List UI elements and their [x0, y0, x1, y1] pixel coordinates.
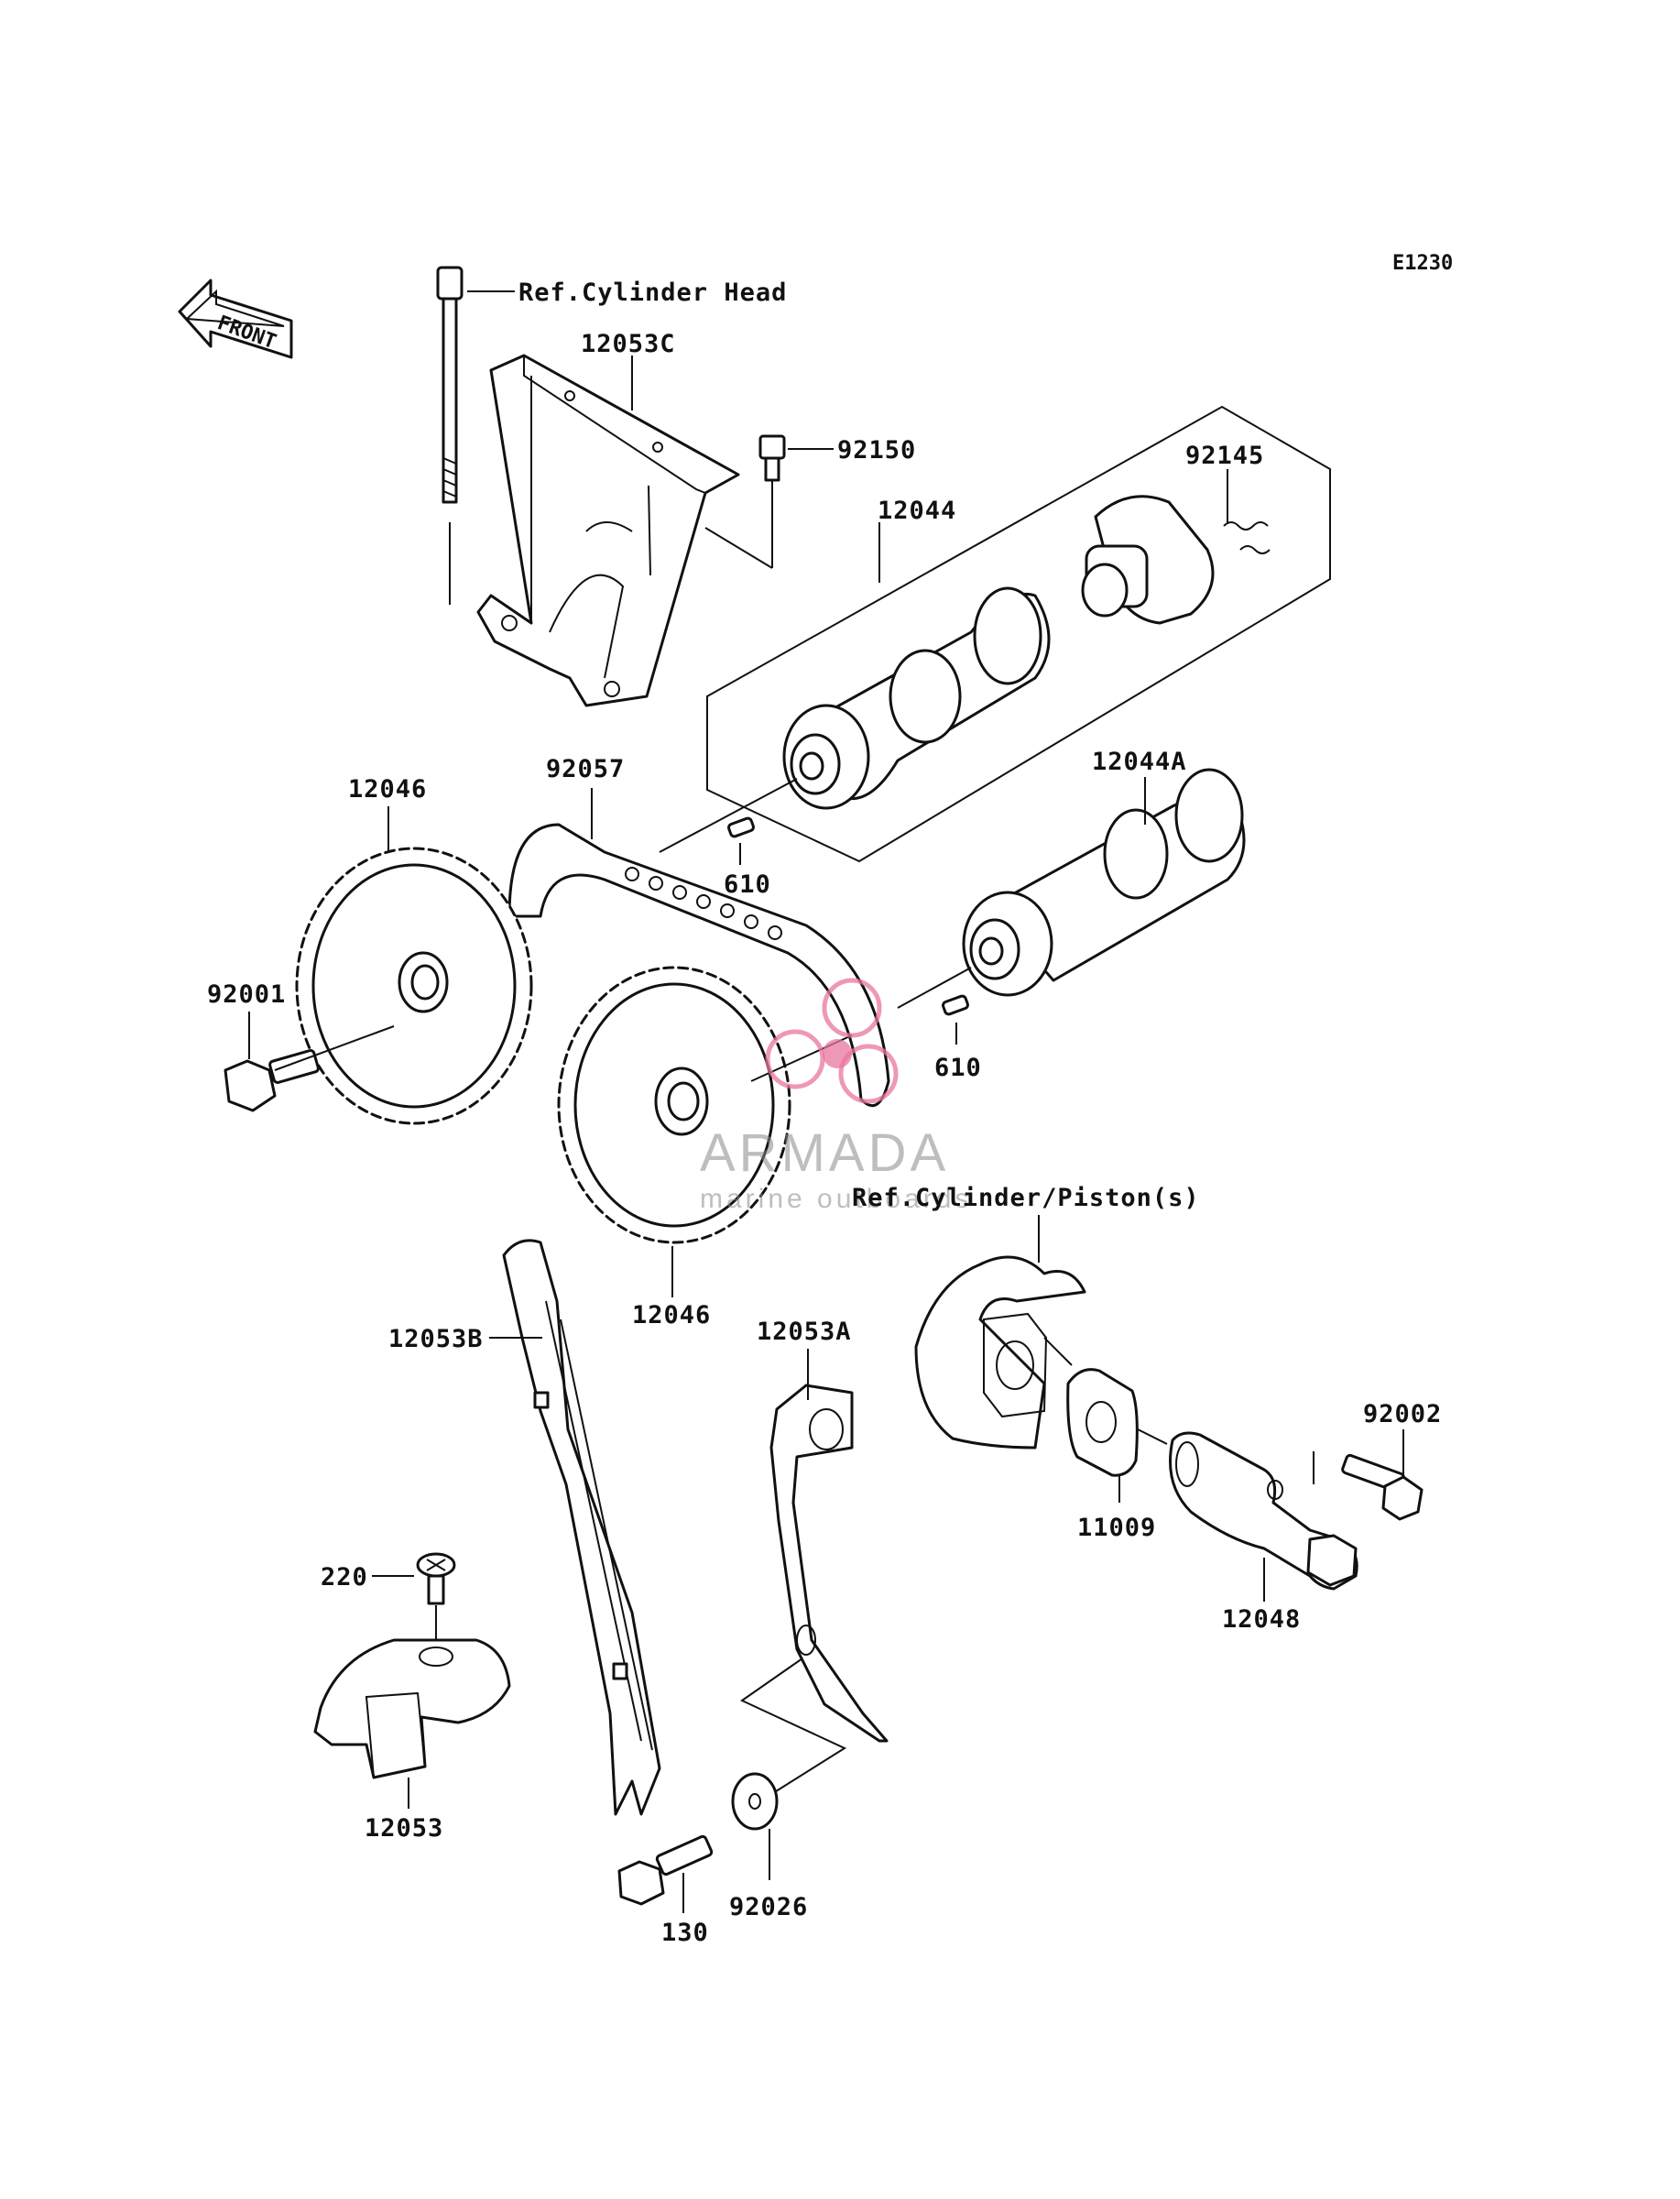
cam-sprocket-center — [557, 966, 853, 1297]
part-label-12048: 12048 — [1222, 1605, 1301, 1634]
chain-guide-bracket — [476, 354, 740, 707]
tensioner-gasket — [1043, 1337, 1168, 1503]
cylinder-head-stud-bolt — [436, 266, 464, 605]
part-label-92145: 92145 — [1185, 442, 1264, 470]
camshaft-12044 — [782, 522, 1051, 810]
flange-bolt-92001 — [224, 1012, 395, 1112]
part-label-92150: 92150 — [837, 436, 916, 465]
part-label-12053B: 12053B — [388, 1325, 484, 1353]
chain-guide-front — [769, 1349, 889, 1743]
cylinder-block-fragment — [914, 1255, 1086, 1450]
chain-guide-top — [313, 1638, 511, 1809]
cam-chain-tensioner — [1169, 1431, 1358, 1602]
bolt-92150 — [704, 434, 834, 569]
ref-cylinder-piston-label: Ref.Cylinder/Piston(s) — [852, 1184, 1200, 1212]
part-label-92057: 92057 — [546, 755, 625, 783]
part-label-610-bottom: 610 — [934, 1054, 982, 1082]
part-label-12053C: 12053C — [581, 330, 676, 358]
part-label-12044A: 12044A — [1092, 748, 1187, 776]
bolt-92002 — [1341, 1429, 1424, 1521]
part-label-11009: 11009 — [1077, 1514, 1156, 1542]
watermark-tagline: marine outboards — [700, 1184, 972, 1214]
flange-bolt-130 — [617, 1834, 714, 1913]
part-label-12053: 12053 — [365, 1814, 443, 1843]
part-label-92002: 92002 — [1363, 1400, 1442, 1428]
dowel-pin-bottom — [897, 967, 972, 1045]
part-label-130: 130 — [661, 1919, 709, 1947]
armada-watermark-logo: ARMADA marine outboards — [700, 978, 972, 1214]
part-label-92026: 92026 — [729, 1893, 808, 1921]
watermark-name: ARMADA — [700, 1123, 949, 1183]
part-label-92001: 92001 — [207, 980, 286, 1009]
part-label-12044: 12044 — [878, 497, 956, 525]
part-label-610-top: 610 — [724, 870, 771, 899]
screw-220 — [372, 1552, 456, 1640]
washer-92026 — [731, 1657, 847, 1880]
chain-guide-rear — [489, 1239, 661, 1816]
front-arrow-icon: FRONT — [178, 279, 293, 359]
cam-sprocket-left — [295, 806, 533, 1125]
decompressor-assembly — [1081, 469, 1271, 625]
camshaft-12044A — [962, 768, 1246, 997]
camshaft-assembly-outline — [706, 405, 1331, 863]
dowel-pin-top — [659, 778, 798, 865]
diagram-code: E1230 — [1392, 252, 1453, 275]
part-label-12046-center: 12046 — [632, 1301, 711, 1329]
part-label-12053A: 12053A — [757, 1318, 852, 1346]
part-label-12046-left: 12046 — [348, 775, 427, 804]
part-label-220: 220 — [321, 1563, 368, 1592]
ref-cylinder-head-label: Ref.Cylinder Head — [518, 279, 787, 307]
